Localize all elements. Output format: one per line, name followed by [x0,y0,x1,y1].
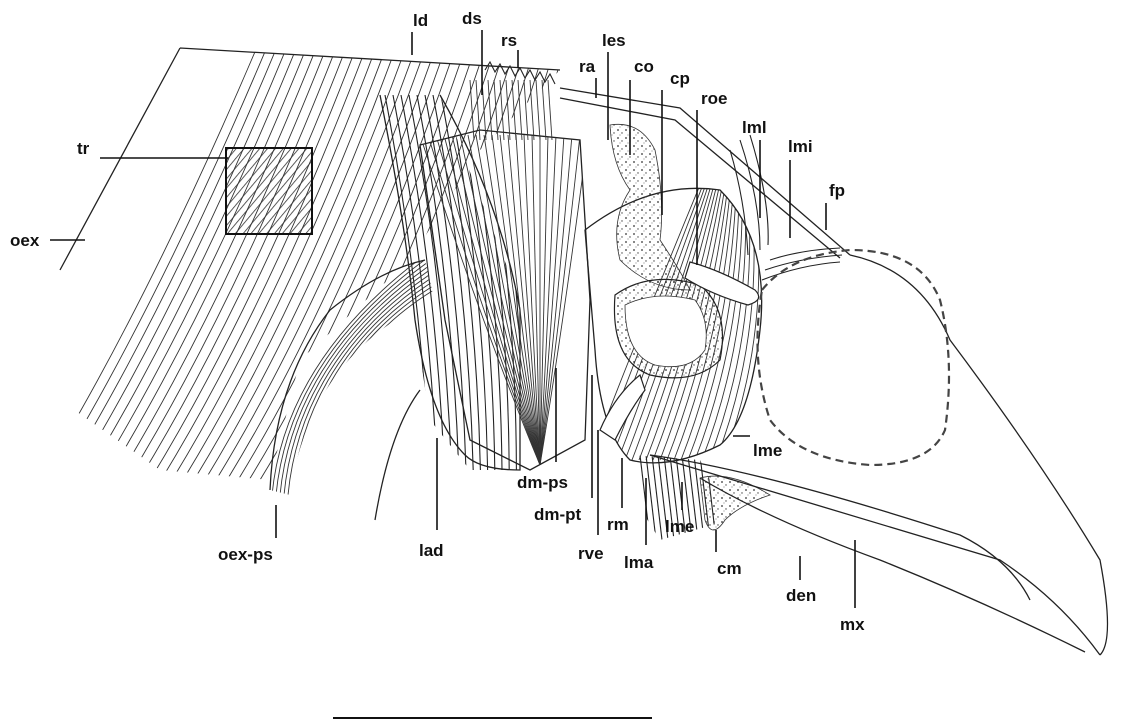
den-outline [700,478,1085,652]
structure-labels: ld ds rs les ra co cp roe lml lmi fp tr … [10,9,865,634]
muscle-fiber-line [420,135,540,465]
oex-muscle-fibers [40,40,666,480]
label-lme-lower: lme [665,517,694,536]
muscle-fiber-line [723,185,759,460]
beak-upper [850,255,1108,655]
muscle-fiber-line [296,279,430,495]
tr-inset-window [226,148,312,234]
label-oex: oex [10,231,40,250]
muscle-fiber-line [51,40,270,480]
muscle-fiber-line [548,80,552,140]
label-rs: rs [501,31,517,50]
lml-fibers [730,135,768,255]
label-ra: ra [579,57,596,76]
dm-ps-muscle-fibers [420,135,588,465]
label-ld: ld [413,11,428,30]
muscle-fiber-line [260,40,458,480]
muscle-fiber-line [640,455,650,540]
label-rve: rve [578,544,604,563]
co-cartilage [610,124,690,290]
muscle-fiber-line [652,455,662,540]
label-lmi: lmi [788,137,813,156]
label-dm-ps: dm-ps [517,473,568,492]
label-cp: cp [670,69,690,88]
label-les: les [602,31,626,50]
label-lme-upper: lme [753,441,782,460]
label-roe: roe [701,89,727,108]
muscle-fiber-line [646,455,656,540]
muscle-fiber-line [205,40,409,480]
muscle-fiber-line [216,40,418,480]
label-mx: mx [840,615,865,634]
muscle-fiber-line [292,275,429,495]
body-lower-margin [375,390,420,520]
label-co: co [634,57,654,76]
rs-serrations [485,62,555,84]
eye-dashed-outline [758,250,950,465]
muscle-fiber-line [403,40,587,480]
muscle-fiber-line [271,40,468,480]
label-fp: fp [829,181,845,200]
muscle-fiber-line [392,40,577,480]
muscle-fiber-line [393,95,437,470]
muscle-fiber-line [106,40,319,480]
label-cm: cm [717,559,742,578]
muscle-fiber-line [308,291,432,495]
muscle-fiber-line [524,80,528,140]
muscle-fiber-line [536,80,540,140]
muscle-fiber-line [249,40,448,480]
muscle-fiber-line [542,80,546,140]
label-rm: rm [607,515,629,534]
muscle-fiber-line [227,40,428,480]
label-oex-ps: oex-ps [218,545,273,564]
musculature-drawing [40,40,1108,655]
muscle-fiber-line [506,80,510,140]
label-dm-pt: dm-pt [534,505,582,524]
label-den: den [786,586,816,605]
muscle-fiber-line [470,80,474,140]
muscle-fiber-line [183,40,389,480]
label-tr: tr [77,139,90,158]
muscle-fiber-line [512,80,516,140]
label-ds: ds [462,9,482,28]
muscle-fiber-line [540,135,580,465]
label-lml: lml [742,118,767,137]
label-lad: lad [419,541,444,560]
label-lma: lma [624,553,654,572]
muscle-fiber-line [40,40,260,480]
oex-ps-muscle-fibers [272,255,432,495]
muscle-fiber-line [326,40,517,480]
